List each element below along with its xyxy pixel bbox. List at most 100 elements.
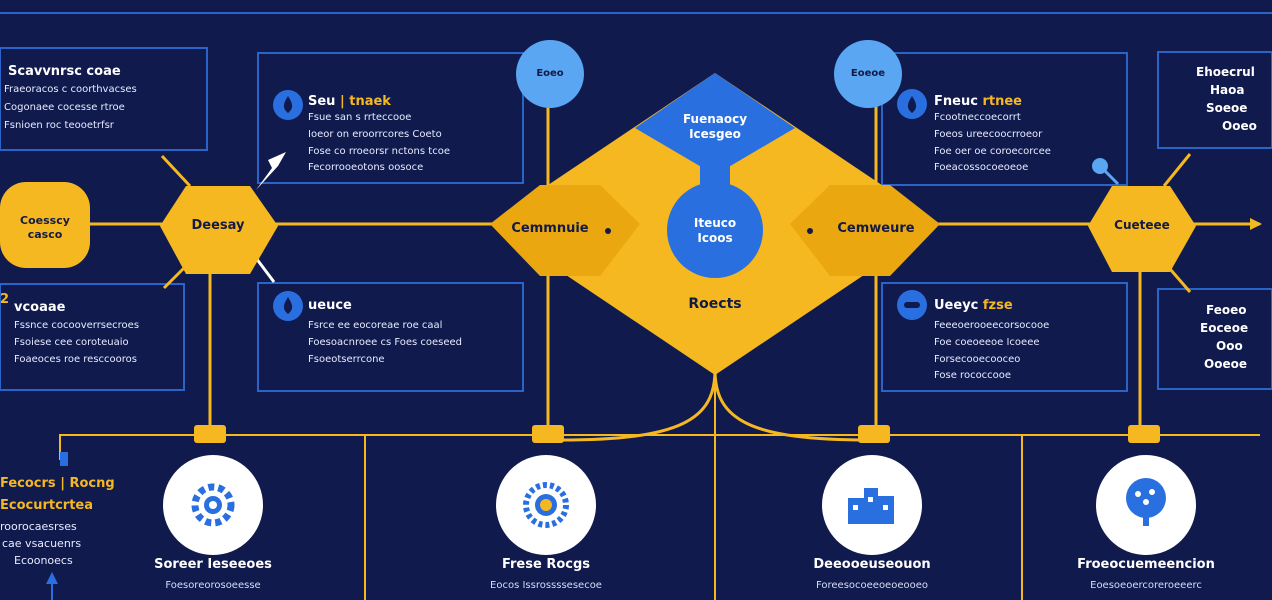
far-right-top-line-1: Ehoecrul (1196, 65, 1255, 79)
side-left-line-2: roorocaesrses (0, 520, 77, 533)
box-mid-left-line-3: Fose co rroeorsr nctons tcoe (308, 146, 450, 157)
flow-arrowhead (1250, 218, 1262, 230)
far-right-low-line-4: Ooeoe (1204, 357, 1247, 371)
far-right-top-line-2: Haoa (1210, 83, 1245, 97)
flow-curve-center-right (713, 369, 871, 442)
drop-icon-4 (904, 302, 920, 308)
card-2-title: Frese Rocgs (501, 557, 591, 572)
drop-icon-1 (283, 96, 293, 113)
box-low-mid-line-2: Foesoacnroee cs Foes coeseed (308, 337, 463, 348)
box-low-left-line-1: Fssnce cocooverrsecroes (14, 320, 140, 331)
connector-block-3 (858, 425, 890, 443)
box-top-right-line-1: Fcootneccoecorrt (934, 112, 1021, 123)
box-top-right-line-4: Foeacossocoeoeoe (934, 162, 1029, 173)
box-low-right-title-accent: fzse (982, 298, 1013, 313)
top-blue-diamond (635, 73, 795, 175)
card-3-title: Deeooeuseouon (813, 557, 931, 572)
left-pill-node (0, 182, 90, 268)
drop-icon-2 (283, 297, 293, 314)
far-right-low-line-3: Ooo (1216, 339, 1243, 353)
card-3-sub: Foreesocoeeoeoeooeo (815, 580, 928, 591)
box-low-right-line-1: Feeeoerooeecorsocooe (934, 320, 1050, 331)
far-right-low-line-1: Feoeo (1206, 303, 1247, 317)
center-blue-circle (667, 182, 763, 278)
left-side-arrowhead (46, 572, 58, 584)
building-icon (848, 488, 894, 524)
pointer-arrow-top (256, 152, 286, 190)
box-top-right-title-main: Fneuc (934, 94, 978, 109)
panel-low-left (0, 283, 185, 391)
center-left-label: Cemmnuie (511, 221, 589, 236)
box-mid-left-line-4: Fecorrooeotons oosoce (308, 162, 424, 173)
box-top-right-line-2: Foeos ureecoocrroeor (934, 129, 1043, 140)
box-low-mid-line-1: Fsrce ee eocoreae roe caal (308, 320, 443, 331)
right-hex-node (1088, 186, 1196, 272)
card-2-sub: Eocos Issrossssesecoe (490, 580, 602, 591)
box-mid-left-title-main: Seu (308, 94, 336, 109)
left-hex-spoke-1 (160, 154, 192, 188)
box-low-right-title: Ueeyc fzse (934, 298, 1013, 313)
panel-low-mid (257, 282, 524, 392)
left-pill-label: Coesscy casco (20, 214, 70, 241)
flag-icon (60, 452, 68, 466)
side-left-line-1: Ecocurtcrtea (0, 498, 94, 513)
card-4-title: Froeocuemeencion (1077, 557, 1215, 572)
box-mid-left-title-accent: | tnaek (339, 94, 391, 109)
box-low-left-line-3: Foaeoces roe resccooros (14, 354, 137, 365)
panel-top-right (881, 52, 1128, 186)
box-low-left-line-2: Fsoiese cee coroteuaio (14, 337, 129, 348)
far-right-low-line-2: Eoceoe (1200, 321, 1249, 335)
connector-block-1 (194, 425, 226, 443)
flow-line-bottom (59, 434, 1260, 460)
drop-icon-3 (907, 96, 917, 113)
side-left-line-4: Ecoonoecs (14, 554, 73, 567)
far-right-top-line-3: Soeoe (1206, 101, 1248, 115)
flow-curve-center (559, 369, 717, 442)
panel-top-left (0, 47, 208, 151)
box-top-right-title: Fneuc rtnee (934, 94, 1022, 109)
right-hex-spoke-1 (1162, 153, 1192, 187)
far-right-top-line-4: Ooeo (1222, 119, 1257, 133)
center-bottom-label: Roects (688, 296, 742, 312)
box-mid-left-title: Seu | tnaek (308, 94, 391, 109)
box-top-right-line-3: Foe oer oe coroecorcee (934, 146, 1051, 157)
box-top-left-title: Scavvnrsc coae (8, 64, 121, 79)
box-mid-left-line-2: Ioeor on eroorrcores Coeto (308, 129, 442, 140)
tree-icon (1126, 478, 1166, 526)
center-circle-label: Iteuco Icoos (693, 216, 737, 245)
box-low-mid-title: ueuce (308, 298, 352, 313)
card-1-sub: Foesoreorosoeesse (165, 580, 261, 591)
connector-block-2 (532, 425, 564, 443)
card-1-title: Soreer Ieseeoes (154, 557, 272, 572)
top-circle-right-label: Eoeoe (850, 68, 886, 79)
center-dot-right (807, 228, 813, 234)
gear-icon (191, 483, 235, 527)
center-right-label: Cemweure (837, 221, 915, 236)
box-low-right-title-main: Ueeyc (934, 298, 979, 313)
center-diamond-shadow-left (490, 185, 640, 276)
top-circle-left-node (516, 40, 584, 108)
pin-icon-stem (1098, 164, 1120, 186)
panel-far-right-low (1157, 288, 1272, 390)
sun-icon (523, 482, 569, 528)
top-circle-right-node (834, 40, 902, 108)
side-mark: 2 (0, 292, 10, 307)
pointer-line-low (254, 257, 276, 283)
box-mid-left-line-1: Fsue san s rrteccooe (308, 112, 412, 123)
box-low-left-title: vcoaae (14, 300, 66, 315)
card-4-sub: Eoesoeoercoreroeeerc (1090, 580, 1202, 591)
connector-block-4 (1128, 425, 1160, 443)
box-top-right-title-accent: rtnee (982, 94, 1022, 109)
side-left-line-3: cae vsacuenrs (2, 537, 82, 550)
right-hex-label: Cueteee (1114, 218, 1170, 232)
center-diamond-shadow-right (790, 185, 940, 276)
top-blue-diamond-label: Fuenaocy Icesgeo (682, 112, 748, 141)
top-circle-left-label: Eoeo (536, 68, 564, 79)
panel-mid-left (257, 52, 524, 184)
box-low-right-line-4: Fose rococcooe (934, 370, 1012, 381)
box-top-left-line-3: Fsnioen roc teooetrfsr (4, 120, 114, 131)
left-hex-node (160, 186, 278, 274)
box-low-mid-line-3: Fsoeotserrcone (308, 354, 385, 365)
box-top-left-line-2: Cogonaee cocesse rtroe (4, 102, 125, 113)
